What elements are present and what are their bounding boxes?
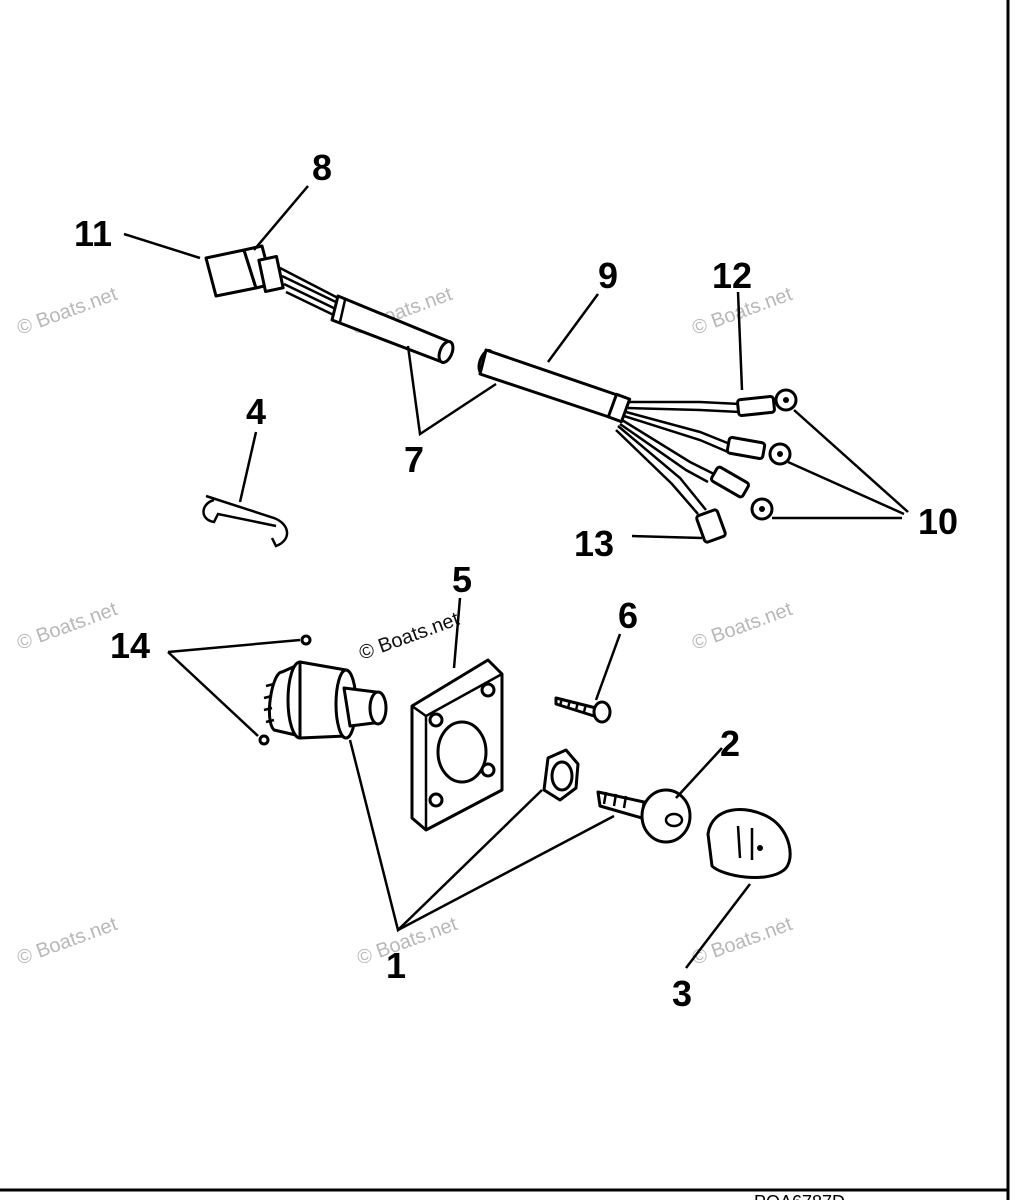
callout-7: 7 — [404, 439, 424, 480]
wire-harness — [477, 348, 798, 544]
callout-11: 11 — [74, 213, 112, 254]
callout-4: 4 — [246, 391, 266, 432]
callout-12: 12 — [712, 255, 752, 296]
callout-2: 2 — [720, 723, 740, 764]
connector-plug — [204, 244, 345, 322]
ignition-key — [596, 788, 692, 844]
retaining-clip — [202, 494, 289, 548]
callout-1: 1 — [386, 945, 406, 986]
mounting-plate — [410, 658, 504, 832]
key-boot — [706, 808, 792, 880]
ignition-switch — [258, 634, 388, 746]
callout-8: 8 — [312, 147, 332, 188]
callout-labels: 1 2 3 4 5 6 7 8 9 10 11 12 13 14 — [74, 147, 958, 1014]
callout-10: 10 — [918, 501, 958, 542]
callout-13: 13 — [574, 523, 614, 564]
hex-nut — [542, 748, 580, 802]
screw — [554, 696, 612, 724]
callout-6: 6 — [618, 595, 638, 636]
leader-lines — [123, 185, 909, 969]
callout-3: 3 — [672, 973, 692, 1014]
callout-14: 14 — [110, 625, 150, 666]
callout-5: 5 — [452, 559, 472, 600]
figure-code: POA6787D — [754, 1192, 845, 1200]
callout-9: 9 — [598, 255, 618, 296]
cable-left-segment — [330, 294, 455, 364]
